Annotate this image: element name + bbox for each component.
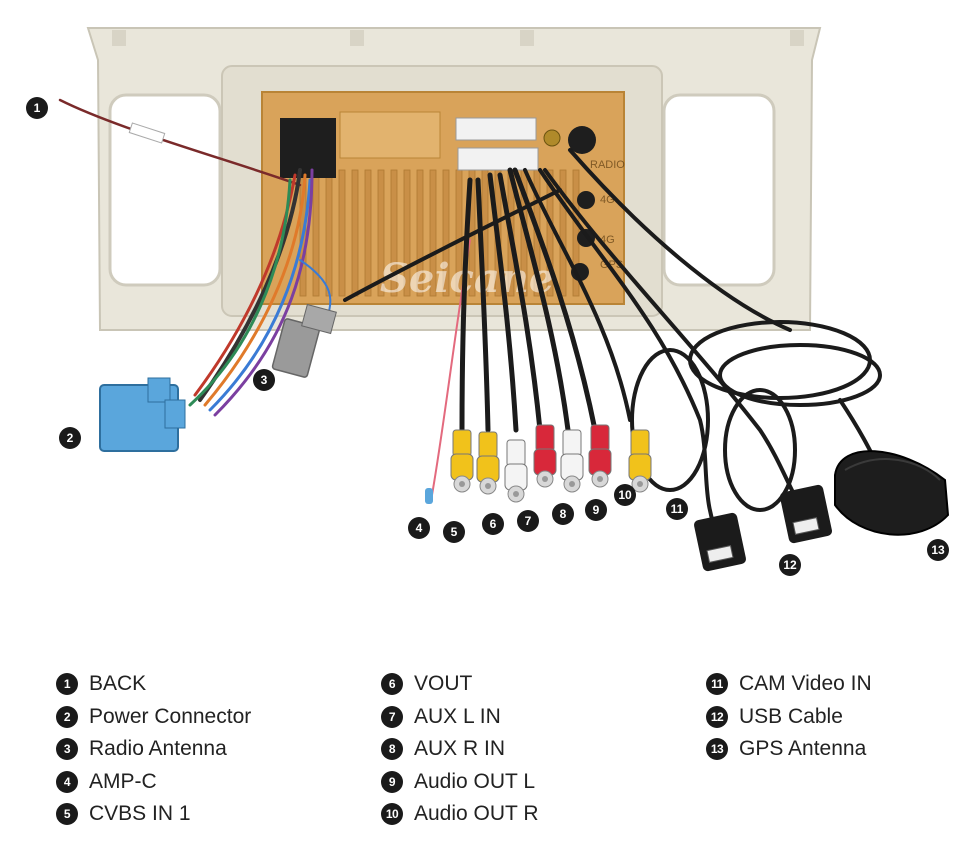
callout-11-icon: 11: [666, 498, 688, 520]
callout-2-icon: 2: [59, 427, 81, 449]
rca-plug: [476, 431, 500, 495]
callout-9-icon: 9: [585, 499, 607, 521]
callout-3-icon: 3: [253, 369, 275, 391]
number-badge-icon: 12: [706, 705, 728, 728]
svg-text:1: 1: [34, 101, 41, 115]
legend-item: 5 CVBS IN 1: [56, 798, 251, 831]
head-unit: RADIO 4G 4G GPS Seicane: [261, 91, 625, 305]
number-badge-icon: 4: [56, 770, 78, 793]
unit-label-0: RADIO: [590, 159, 625, 171]
legend-label: Radio Antenna: [89, 737, 227, 761]
legend-item: 2 Power Connector: [56, 701, 251, 734]
callout-6-icon: 6: [482, 513, 504, 535]
callout-8-icon: 8: [552, 503, 574, 525]
number-badge-icon: 5: [56, 803, 78, 826]
legend-item: 3 Radio Antenna: [56, 733, 251, 766]
legend-label: AUX L IN: [414, 704, 501, 728]
legend-label: CVBS IN 1: [89, 802, 191, 826]
legend-item: 9 Audio OUT L: [381, 766, 539, 799]
callout-5-icon: 5: [443, 521, 465, 543]
callout-13-icon: 13: [927, 539, 949, 561]
number-badge-icon: 2: [56, 705, 78, 728]
svg-text:2: 2: [67, 431, 74, 445]
svg-text:11: 11: [671, 502, 684, 516]
svg-text:5: 5: [451, 525, 458, 539]
callout-7-icon: 7: [517, 510, 539, 532]
power-connector: [99, 377, 186, 452]
radio-antenna-connector: [271, 303, 337, 378]
legend-item: 11 CAM Video IN: [706, 668, 872, 701]
callout-12-icon: 12: [779, 554, 801, 576]
legend-column-3: 11 CAM Video IN 12 USB Cable 13 GPS Antenna: [706, 668, 872, 766]
number-badge-icon: 10: [381, 803, 403, 826]
legend-label: Audio OUT R: [414, 802, 539, 826]
legend-label: USB Cable: [739, 704, 843, 728]
legend-item: 13 GPS Antenna: [706, 733, 872, 766]
number-badge-icon: 8: [381, 738, 403, 761]
svg-text:10: 10: [618, 488, 632, 502]
number-badge-icon: 7: [381, 705, 403, 728]
legend-label: Power Connector: [89, 704, 252, 728]
number-badge-icon: 3: [56, 738, 78, 761]
legend-column-2: 6 VOUT 7 AUX L IN 8 AUX R IN 9 Audio OUT L 1…: [381, 668, 539, 831]
svg-text:7: 7: [525, 514, 532, 528]
number-badge-icon: 6: [381, 673, 403, 696]
rca-plug: [504, 439, 528, 503]
svg-text:3: 3: [261, 373, 268, 387]
legend-label: Audio OUT L: [414, 769, 536, 793]
svg-text:12: 12: [783, 558, 797, 572]
svg-text:6: 6: [490, 517, 497, 531]
usb-connectors: [694, 484, 832, 572]
legend-item: 10 Audio OUT R: [381, 798, 539, 831]
callout-1-icon: 1: [26, 97, 48, 119]
rca-plug: [560, 429, 584, 493]
svg-text:8: 8: [560, 507, 567, 521]
wiring-diagram: RADIO 4G 4G GPS Seicane: [26, 27, 950, 576]
legend-item: 8 AUX R IN: [381, 733, 539, 766]
callout-10-icon: 10: [614, 484, 636, 506]
number-badge-icon: 1: [56, 673, 78, 696]
number-badge-icon: 9: [381, 770, 403, 793]
legend-item: 1 BACK: [56, 668, 251, 701]
callout-4-icon: 4: [408, 517, 430, 539]
svg-text:4: 4: [416, 521, 423, 535]
rca-plug: [588, 424, 612, 488]
amp-c-tip: [425, 488, 433, 504]
legend-label: AUX R IN: [414, 737, 506, 761]
legend-label: BACK: [89, 672, 147, 696]
svg-text:13: 13: [931, 543, 945, 557]
legend-label: AMP-C: [89, 769, 157, 793]
rca-plug: [450, 429, 474, 493]
rca-plug: [628, 429, 652, 493]
legend-label: CAM Video IN: [739, 672, 872, 696]
legend-label: VOUT: [414, 672, 473, 696]
rca-plug: [533, 424, 557, 488]
legend-label: GPS Antenna: [739, 737, 867, 761]
legend-item: 6 VOUT: [381, 668, 539, 701]
gps-antenna: [834, 450, 950, 536]
rca-plugs: [450, 424, 652, 503]
legend-item: 12 USB Cable: [706, 701, 872, 734]
cables: [58, 98, 882, 542]
legend-item: 7 AUX L IN: [381, 701, 539, 734]
number-badge-icon: 13: [706, 738, 728, 761]
svg-text:9: 9: [593, 503, 600, 517]
legend-item: 4 AMP-C: [56, 766, 251, 799]
number-badge-icon: 11: [706, 673, 728, 696]
